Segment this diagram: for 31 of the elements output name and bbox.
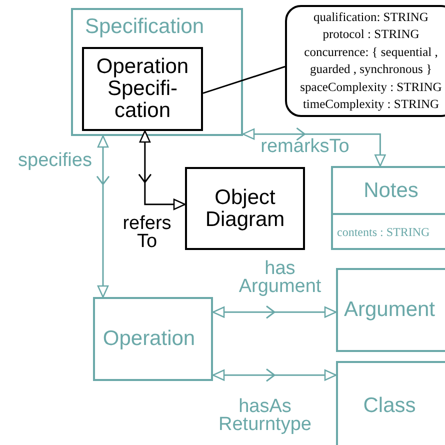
class-box bbox=[331, 166, 445, 250]
edge-label: specifies bbox=[17, 152, 93, 170]
box-label: Object Diagram bbox=[204, 186, 286, 230]
class-box bbox=[71, 8, 243, 136]
association-arrow bbox=[212, 368, 337, 382]
note-box bbox=[285, 5, 445, 117]
edge-label: has Argument bbox=[238, 260, 322, 296]
box-label: Class bbox=[363, 393, 416, 420]
class-box bbox=[336, 268, 445, 352]
box-label: Argument bbox=[344, 297, 436, 324]
class-name: Notes bbox=[364, 178, 418, 204]
attribute-text: qualification: STRING bbox=[314, 8, 428, 26]
association-arrow bbox=[242, 127, 386, 167]
attribute-text: timeComplexity : STRING bbox=[302, 96, 440, 113]
association-arrow bbox=[96, 135, 110, 298]
class-box bbox=[93, 297, 213, 381]
attribute-text: protocol : STRING bbox=[322, 26, 420, 43]
association-arrow bbox=[138, 130, 186, 210]
edge-label: refers To bbox=[122, 215, 172, 251]
box-title: Specification bbox=[85, 14, 204, 40]
edge-label: hasAs Returntype bbox=[218, 398, 312, 434]
class-box bbox=[82, 47, 203, 131]
connector-line bbox=[202, 66, 286, 94]
class-box bbox=[336, 361, 445, 445]
attribute-text: spaceComplexity : STRING bbox=[300, 78, 442, 96]
class-box bbox=[185, 167, 305, 250]
box-label: Operation Specifi-cation bbox=[95, 56, 190, 122]
attribute-text: contents : STRING bbox=[337, 224, 430, 240]
association-arrow bbox=[212, 305, 337, 319]
box-label: Operation bbox=[102, 326, 196, 352]
edge-label: remarksTo bbox=[260, 138, 350, 156]
